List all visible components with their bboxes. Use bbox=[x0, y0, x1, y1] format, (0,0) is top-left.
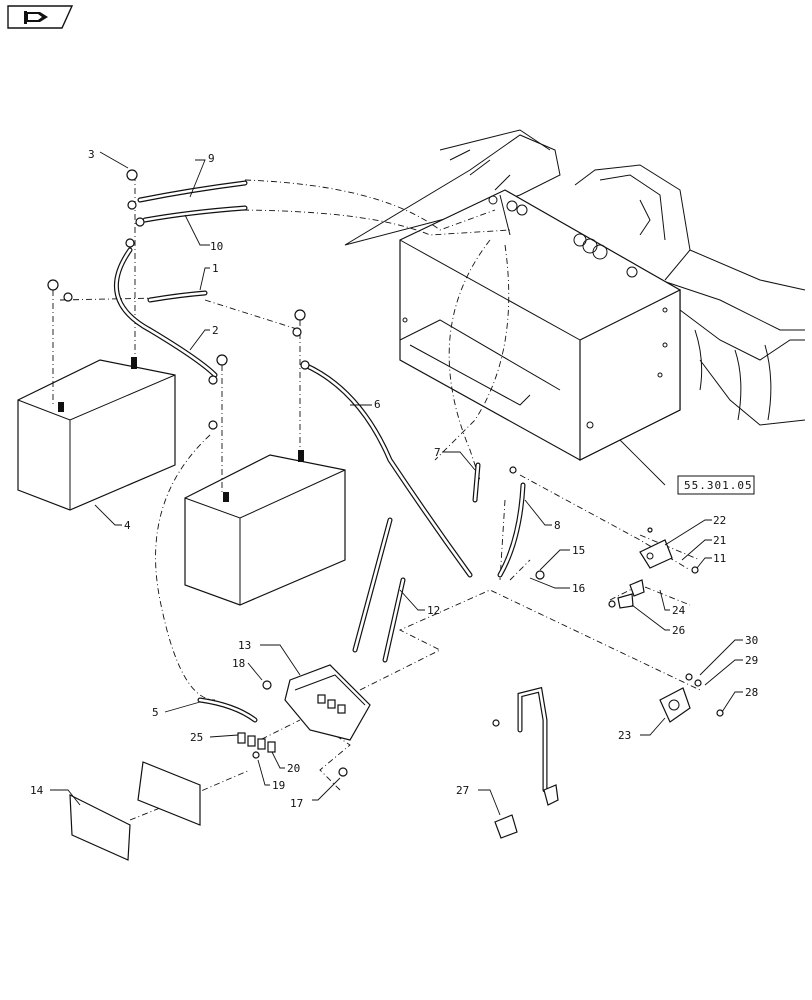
callout-5: 5 bbox=[152, 706, 159, 719]
page-nav-button[interactable] bbox=[6, 4, 74, 30]
callout-12: 12 bbox=[427, 604, 440, 617]
callout-6: 6 bbox=[374, 398, 381, 411]
callout-18: 18 bbox=[232, 657, 245, 670]
callout-26: 26 bbox=[672, 624, 685, 637]
junction-block-13 bbox=[284, 664, 371, 741]
callout-9: 9 bbox=[208, 152, 215, 165]
callout-15: 15 bbox=[572, 544, 585, 557]
cable-9 bbox=[137, 180, 248, 203]
cable-2 bbox=[113, 247, 218, 378]
callout-23: 23 bbox=[618, 729, 631, 742]
terminal-hardware bbox=[47, 169, 724, 777]
cable-1 bbox=[147, 290, 208, 303]
callout-3: 3 bbox=[88, 148, 95, 161]
battery-left bbox=[17, 357, 176, 511]
callout-4: 4 bbox=[124, 519, 131, 532]
hardware-lines bbox=[52, 175, 701, 821]
callout-17: 17 bbox=[290, 797, 303, 810]
callout-29: 29 bbox=[745, 654, 758, 667]
chassis-frame bbox=[344, 129, 806, 426]
callout-27: 27 bbox=[456, 784, 469, 797]
bracket-22 bbox=[617, 539, 673, 609]
reference-label[interactable]: 55.301.05 bbox=[684, 479, 753, 492]
callout-28: 28 bbox=[745, 686, 758, 699]
sensor-27 bbox=[494, 784, 559, 839]
cable-12a bbox=[352, 517, 393, 653]
cable-12b bbox=[382, 577, 406, 663]
cover-14-outer bbox=[69, 794, 131, 861]
callout-7: 7 bbox=[434, 446, 441, 459]
callout-8: 8 bbox=[554, 519, 561, 532]
callout-16: 16 bbox=[572, 582, 585, 595]
callout-22: 22 bbox=[713, 514, 726, 527]
callout-11: 11 bbox=[713, 552, 726, 565]
battery-tray bbox=[399, 189, 681, 461]
callout-14: 14 bbox=[30, 784, 44, 797]
cable-8 bbox=[497, 482, 526, 578]
callout-1: 1 bbox=[212, 262, 219, 275]
callout-10: 10 bbox=[210, 240, 223, 253]
cable-27 bbox=[517, 686, 548, 793]
callout-25: 25 bbox=[190, 731, 203, 744]
callouts: 3 9 10 1 2 6 4 7 8 12 15 16 22 bbox=[30, 148, 758, 816]
cable-5 bbox=[197, 697, 258, 723]
switch-23 bbox=[659, 687, 691, 723]
fuse-terminals bbox=[237, 732, 276, 753]
callout-2: 2 bbox=[212, 324, 219, 337]
callout-24: 24 bbox=[672, 604, 686, 617]
callout-20: 20 bbox=[287, 762, 300, 775]
callout-21: 21 bbox=[713, 534, 726, 547]
cable-7 bbox=[472, 462, 481, 503]
callout-30: 30 bbox=[745, 634, 758, 647]
cable-10 bbox=[142, 205, 248, 223]
callout-19: 19 bbox=[272, 779, 285, 792]
callout-13: 13 bbox=[238, 639, 251, 652]
battery-right bbox=[184, 450, 346, 606]
cover-14-inner bbox=[137, 761, 201, 826]
page-flag-icon bbox=[7, 5, 74, 29]
cable-6 bbox=[302, 362, 473, 578]
reference-link[interactable]: 55.301.05 bbox=[619, 439, 755, 495]
